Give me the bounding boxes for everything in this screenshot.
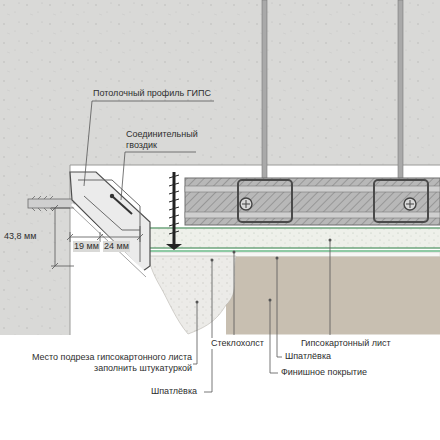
- connecting-nail: [112, 196, 132, 214]
- leader-dot: [196, 301, 199, 304]
- dowel-teeth: [32, 196, 53, 211]
- finish-coat: [226, 257, 440, 335]
- ceiling-profile: [70, 172, 150, 271]
- leader-line: [330, 240, 331, 335]
- leader-dot: [276, 257, 279, 260]
- part-name: Стеклохолст: [210, 338, 265, 349]
- plaster-fill: [148, 256, 236, 334]
- leader-line: [270, 300, 278, 373]
- wall-dowel: [28, 199, 74, 208]
- dimension: 19 мм: [73, 241, 100, 252]
- leader-dot: [329, 239, 332, 242]
- screw-slot: [406, 200, 414, 208]
- part-name: Гипсокартонный лист: [300, 338, 392, 349]
- screw-head: [166, 244, 182, 250]
- part-name: Соединительный гвоздик: [125, 129, 207, 151]
- crab-clamp: [238, 180, 292, 222]
- metal-frame-profile: [185, 178, 440, 225]
- part-name: Финишное покрытие: [280, 367, 368, 378]
- leader-line: [277, 258, 282, 357]
- part-name: Шпатлёвка: [284, 351, 332, 362]
- part-name: Потолочный профиль ГИПС: [92, 88, 212, 99]
- dimension: 24 мм: [103, 241, 130, 252]
- dimension: 43,8 мм: [3, 231, 37, 242]
- glass-fabric: [150, 250, 440, 252]
- screw-slot: [242, 200, 250, 208]
- concrete-slab-and-wall: [0, 0, 440, 335]
- part-name: Шпатлёвка: [150, 386, 198, 397]
- drywall-face: [140, 228, 440, 248]
- frame-flange: [185, 212, 440, 218]
- hanger-rod: [262, 0, 267, 186]
- note: Место подреза гипсокартонного листа запо…: [8, 352, 193, 374]
- leader-dot: [233, 251, 236, 254]
- concrete-edge: [70, 165, 440, 335]
- leader-line: [84, 101, 214, 186]
- leader-line: [121, 152, 196, 200]
- hanger-rod: [398, 0, 403, 186]
- screw-thread: [169, 175, 179, 234]
- leader-line: [193, 302, 197, 364]
- leader-line: [234, 252, 235, 335]
- leader-line: [204, 260, 212, 392]
- profile-face: [72, 204, 146, 274]
- screw-head: [240, 198, 252, 210]
- screw-head: [404, 198, 416, 210]
- drywall-sheet: [140, 228, 440, 248]
- nail-head: [110, 194, 114, 198]
- dimension-line: [67, 226, 143, 242]
- frame-flange: [185, 186, 440, 192]
- profile-face-edge: [72, 207, 146, 277]
- leader-dot: [269, 299, 272, 302]
- leader-dot: [211, 259, 214, 262]
- crab-clamp: [374, 180, 428, 222]
